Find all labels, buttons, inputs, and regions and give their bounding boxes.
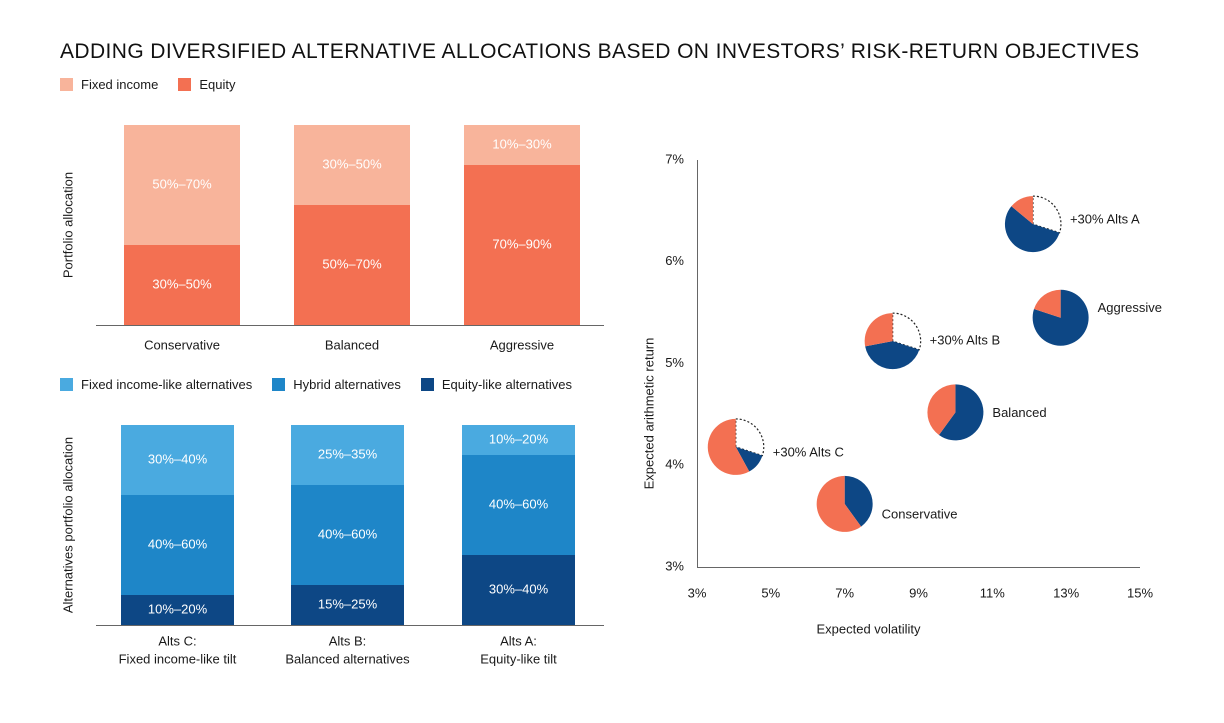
- pie-label-1: Balanced: [992, 405, 1046, 420]
- pie-4-equity-slice: [865, 341, 920, 370]
- alts-bar-0-0: [121, 595, 234, 625]
- legend-swatch-hybrid-alts: [272, 378, 286, 391]
- pie-5-fixed-income-slice: [1011, 196, 1033, 225]
- alts-category-label-2-1: Equity-like tilt: [480, 651, 557, 666]
- alts-bar-label-1-0: 15%–25%: [318, 596, 378, 611]
- alts-bar-label-2-0: 30%–40%: [489, 581, 549, 596]
- alts-bar-label-1-2: 25%–35%: [318, 446, 378, 461]
- scatter-x-axis-title: Expected volatility: [816, 621, 921, 636]
- legend-swatch-eq-like-alts: [420, 378, 434, 391]
- legend-label-equity: Equity: [199, 77, 236, 92]
- pie-label-5: +30% Alts A: [1070, 212, 1140, 227]
- pie-label-4: +30% Alts B: [930, 333, 1000, 348]
- alts-y-axis-title: Alternatives portfolio allocation: [60, 437, 75, 613]
- legend-top: Fixed income Equity: [60, 77, 235, 92]
- legend-item-fi-like-alts: Fixed income-like alternatives: [60, 377, 252, 392]
- scatter-y-tick-1: 4%: [665, 457, 684, 472]
- alloc-category-label-1: Balanced: [325, 337, 379, 352]
- chart-title: ADDING DIVERSIFIED ALTERNATIVE ALLOCATIO…: [60, 40, 1140, 63]
- scatter-x-tick-0: 3%: [688, 585, 707, 600]
- pie-1-fixed-income-slice: [927, 384, 956, 435]
- pie-5-equity-slice: [1004, 206, 1060, 253]
- legend-swatch-equity: [178, 78, 192, 91]
- legend-alts: Fixed income-like alternatives Hybrid al…: [60, 377, 572, 392]
- alloc-bar-label-0-0: 30%–50%: [152, 276, 212, 291]
- pie-1-equity-slice: [938, 384, 984, 441]
- pie-3-fixed-income-slice: [707, 418, 750, 475]
- alts-bar-label-1-1: 40%–60%: [318, 526, 378, 541]
- scatter-y-tick-2: 5%: [665, 355, 684, 370]
- alloc-bar-label-2-0: 70%–90%: [492, 236, 552, 251]
- alts-bar-0-1: [121, 495, 234, 595]
- pie-4-alts-slice: [892, 312, 922, 351]
- alloc-bar-label-1-0: 50%–70%: [322, 256, 382, 271]
- alts-bar-label-0-2: 30%–40%: [148, 451, 208, 466]
- alts-bar-label-2-2: 10%–20%: [489, 431, 549, 446]
- alloc-bar-0-0: [124, 245, 240, 325]
- legend-item-hybrid-alts: Hybrid alternatives: [272, 377, 401, 392]
- pie-0-equity-slice: [844, 475, 873, 527]
- pie-5-alts-slice: [1032, 195, 1062, 234]
- alts-category-label-0-0: Alts C:: [158, 633, 196, 648]
- pie-label-2: Aggressive: [1098, 300, 1162, 315]
- alts-bar-1-2: [291, 425, 404, 485]
- alts-category-label-1-1: Balanced alternatives: [285, 651, 410, 666]
- scatter-x-tick-5: 13%: [1053, 585, 1079, 600]
- alts-category-label-1-0: Alts B:: [329, 633, 367, 648]
- scatter-y-tick-0: 3%: [665, 558, 684, 573]
- alts-bar-1-1: [291, 485, 404, 585]
- legend-swatch-fixed-income: [60, 78, 73, 91]
- scatter-x-tick-4: 11%: [980, 585, 1005, 600]
- pie-4-fixed-income-slice: [864, 313, 893, 347]
- legend-item-equity: Equity: [178, 77, 235, 92]
- alloc-bar-label-0-1: 50%–70%: [152, 176, 212, 191]
- scatter-x-tick-3: 9%: [909, 585, 928, 600]
- alloc-bar-label-2-1: 10%–30%: [492, 136, 552, 151]
- scatter-y-tick-4: 7%: [665, 151, 684, 166]
- pie-3-alts-slice: [735, 418, 765, 457]
- scatter-y-axis-title: Expected arithmetic return: [641, 338, 656, 490]
- legend-label-eq-like-alts: Equity-like alternatives: [441, 377, 572, 392]
- legend-label-fixed-income: Fixed income: [81, 77, 159, 92]
- pie-0-fixed-income-slice: [816, 475, 862, 532]
- alloc-bar-0-1: [124, 125, 240, 245]
- alts-bar-2-2: [462, 425, 575, 455]
- pie-2-fixed-income-slice: [1033, 289, 1061, 318]
- alts-bar-label-2-1: 40%–60%: [489, 496, 549, 511]
- legend-label-fi-like-alts: Fixed income-like alternatives: [81, 377, 253, 392]
- scatter-y-tick-3: 6%: [665, 253, 684, 268]
- alts-bar-2-0: [462, 555, 575, 625]
- alloc-bar-1-0: [294, 205, 410, 325]
- alts-bar-2-1: [462, 455, 575, 555]
- alts-bar-0-2: [121, 425, 234, 495]
- alloc-bar-label-1-1: 30%–50%: [322, 156, 382, 171]
- pie-label-0: Conservative: [882, 506, 958, 521]
- alts-bar-label-0-0: 10%–20%: [148, 601, 208, 616]
- alts-category-label-2-0: Alts A:: [500, 633, 537, 648]
- alts-bar-label-0-1: 40%–60%: [148, 536, 208, 551]
- alloc-y-axis-title: Portfolio allocation: [60, 172, 75, 278]
- alloc-bar-1-1: [294, 125, 410, 205]
- scatter-x-tick-6: 15%: [1127, 585, 1153, 600]
- legend-label-hybrid-alts: Hybrid alternatives: [293, 377, 401, 392]
- scatter-x-tick-1: 5%: [761, 585, 780, 600]
- alts-category-label-0-1: Fixed income-like tilt: [119, 651, 237, 666]
- alloc-category-label-2: Aggressive: [490, 337, 554, 352]
- alloc-bar-2-0: [464, 165, 580, 325]
- legend-item-fixed-income: Fixed income: [60, 77, 158, 92]
- scatter-x-tick-2: 7%: [835, 585, 854, 600]
- alloc-category-label-0: Conservative: [144, 337, 220, 352]
- alloc-bar-2-1: [464, 125, 580, 165]
- legend-item-eq-like-alts: Equity-like alternatives: [420, 377, 572, 392]
- legend-swatch-fi-like-alts: [60, 378, 73, 391]
- pie-3-equity-slice: [735, 446, 763, 472]
- pie-label-3: +30% Alts C: [773, 444, 844, 459]
- alts-bar-1-0: [291, 585, 404, 625]
